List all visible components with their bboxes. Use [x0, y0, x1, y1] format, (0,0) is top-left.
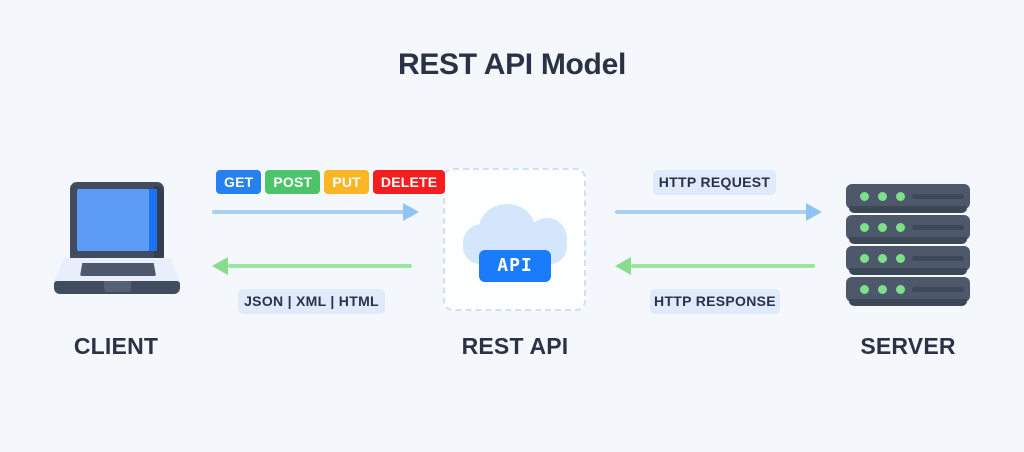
server-status-bar — [912, 194, 964, 199]
laptop-keyboard — [80, 263, 156, 276]
server-led — [860, 254, 869, 263]
request-arrow-line-left — [212, 210, 404, 214]
method-badge-put[interactable]: PUT — [324, 170, 369, 194]
cloud-icon — [463, 204, 567, 264]
response-arrow-head-right — [615, 257, 631, 275]
request-arrow-line-right — [615, 210, 807, 214]
server-led — [896, 223, 905, 232]
server-status-bar — [912, 256, 964, 261]
laptop-screen — [77, 189, 157, 251]
response-arrow-head-left — [212, 257, 228, 275]
server-led — [878, 192, 887, 201]
server-caption: SERVER — [860, 333, 956, 359]
api-badge: API — [479, 250, 551, 282]
server-led — [878, 285, 887, 294]
page-title: REST API Model — [397, 48, 627, 81]
rest-api-caption: REST API — [461, 333, 569, 359]
server-unit-shadow — [849, 237, 967, 244]
server-led — [860, 285, 869, 294]
server-led — [860, 192, 869, 201]
server-unit-shadow — [849, 268, 967, 275]
request-arrow-head-right — [806, 203, 822, 221]
server-led — [896, 192, 905, 201]
server-status-bar — [912, 287, 964, 292]
server-led — [860, 223, 869, 232]
client-caption: CLIENT — [73, 333, 159, 359]
method-badge-delete[interactable]: DELETE — [372, 170, 446, 194]
http-request-label: HTTP REQUEST — [653, 170, 776, 195]
laptop-icon — [52, 182, 182, 298]
response-arrow-line-left — [228, 264, 412, 268]
request-arrow-head-left — [403, 203, 419, 221]
http-response-label: HTTP RESPONSE — [650, 289, 780, 314]
http-method-badges: GET POST PUT DELETE — [216, 170, 446, 194]
server-led — [878, 223, 887, 232]
laptop-screen-strip — [149, 189, 157, 251]
laptop-trackpad-notch — [104, 281, 131, 292]
server-status-bar — [912, 225, 964, 230]
method-badge-post[interactable]: POST — [265, 170, 321, 194]
response-formats-label: JSON | XML | HTML — [238, 289, 385, 314]
laptop-lid-shadow — [154, 186, 164, 258]
response-arrow-line-right — [631, 264, 815, 268]
server-led — [896, 254, 905, 263]
server-rack-icon — [846, 184, 970, 306]
server-led — [896, 285, 905, 294]
server-led — [878, 254, 887, 263]
server-unit-shadow — [849, 299, 967, 306]
server-unit-shadow — [849, 206, 967, 213]
method-badge-get[interactable]: GET — [216, 170, 262, 194]
